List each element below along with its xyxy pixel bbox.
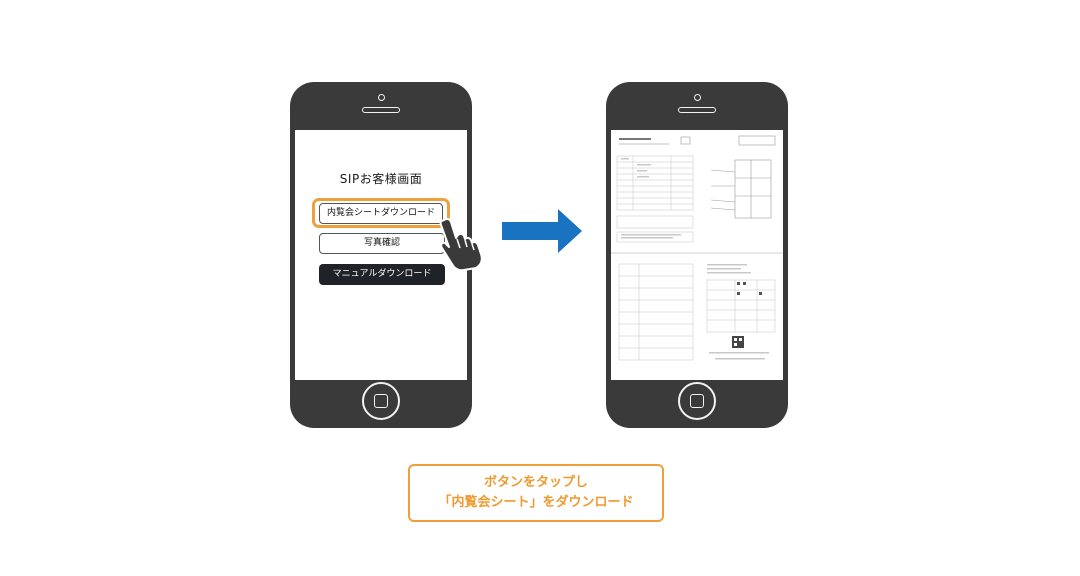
document-preview	[611, 135, 783, 361]
caption-box: ボタンをタップし 「内覧会シート」をダウンロード	[408, 464, 664, 522]
caption-line-1: ボタンをタップし	[483, 475, 588, 490]
phone-left: SIPお客様画面 内覧会シートダウンロード 写真確認 マニュアルダウンロード	[290, 82, 472, 428]
speaker-grille	[678, 107, 716, 113]
phone-screen-document	[611, 130, 783, 380]
home-square	[374, 394, 388, 408]
caption-line-2: 「内覧会シート」をダウンロード	[438, 495, 634, 510]
home-square	[690, 394, 704, 408]
home-button-icon	[678, 382, 716, 420]
phone-right	[606, 82, 788, 428]
home-button-icon	[362, 382, 400, 420]
speaker-grille	[362, 107, 400, 113]
phone-screen-customer: SIPお客様画面 内覧会シートダウンロード 写真確認 マニュアルダウンロード	[295, 130, 467, 380]
photo-check-button[interactable]: 写真確認	[319, 233, 445, 254]
camera-icon	[693, 94, 701, 101]
screen-title: SIPお客様画面	[339, 172, 423, 186]
highlight-frame	[312, 198, 450, 228]
download-sheet-button[interactable]: 内覧会シートダウンロード	[319, 203, 443, 224]
camera-icon	[377, 94, 385, 101]
manual-download-button[interactable]: マニュアルダウンロード	[319, 264, 445, 285]
hand-pointer-icon	[439, 217, 483, 272]
right-arrow-icon	[502, 209, 582, 253]
